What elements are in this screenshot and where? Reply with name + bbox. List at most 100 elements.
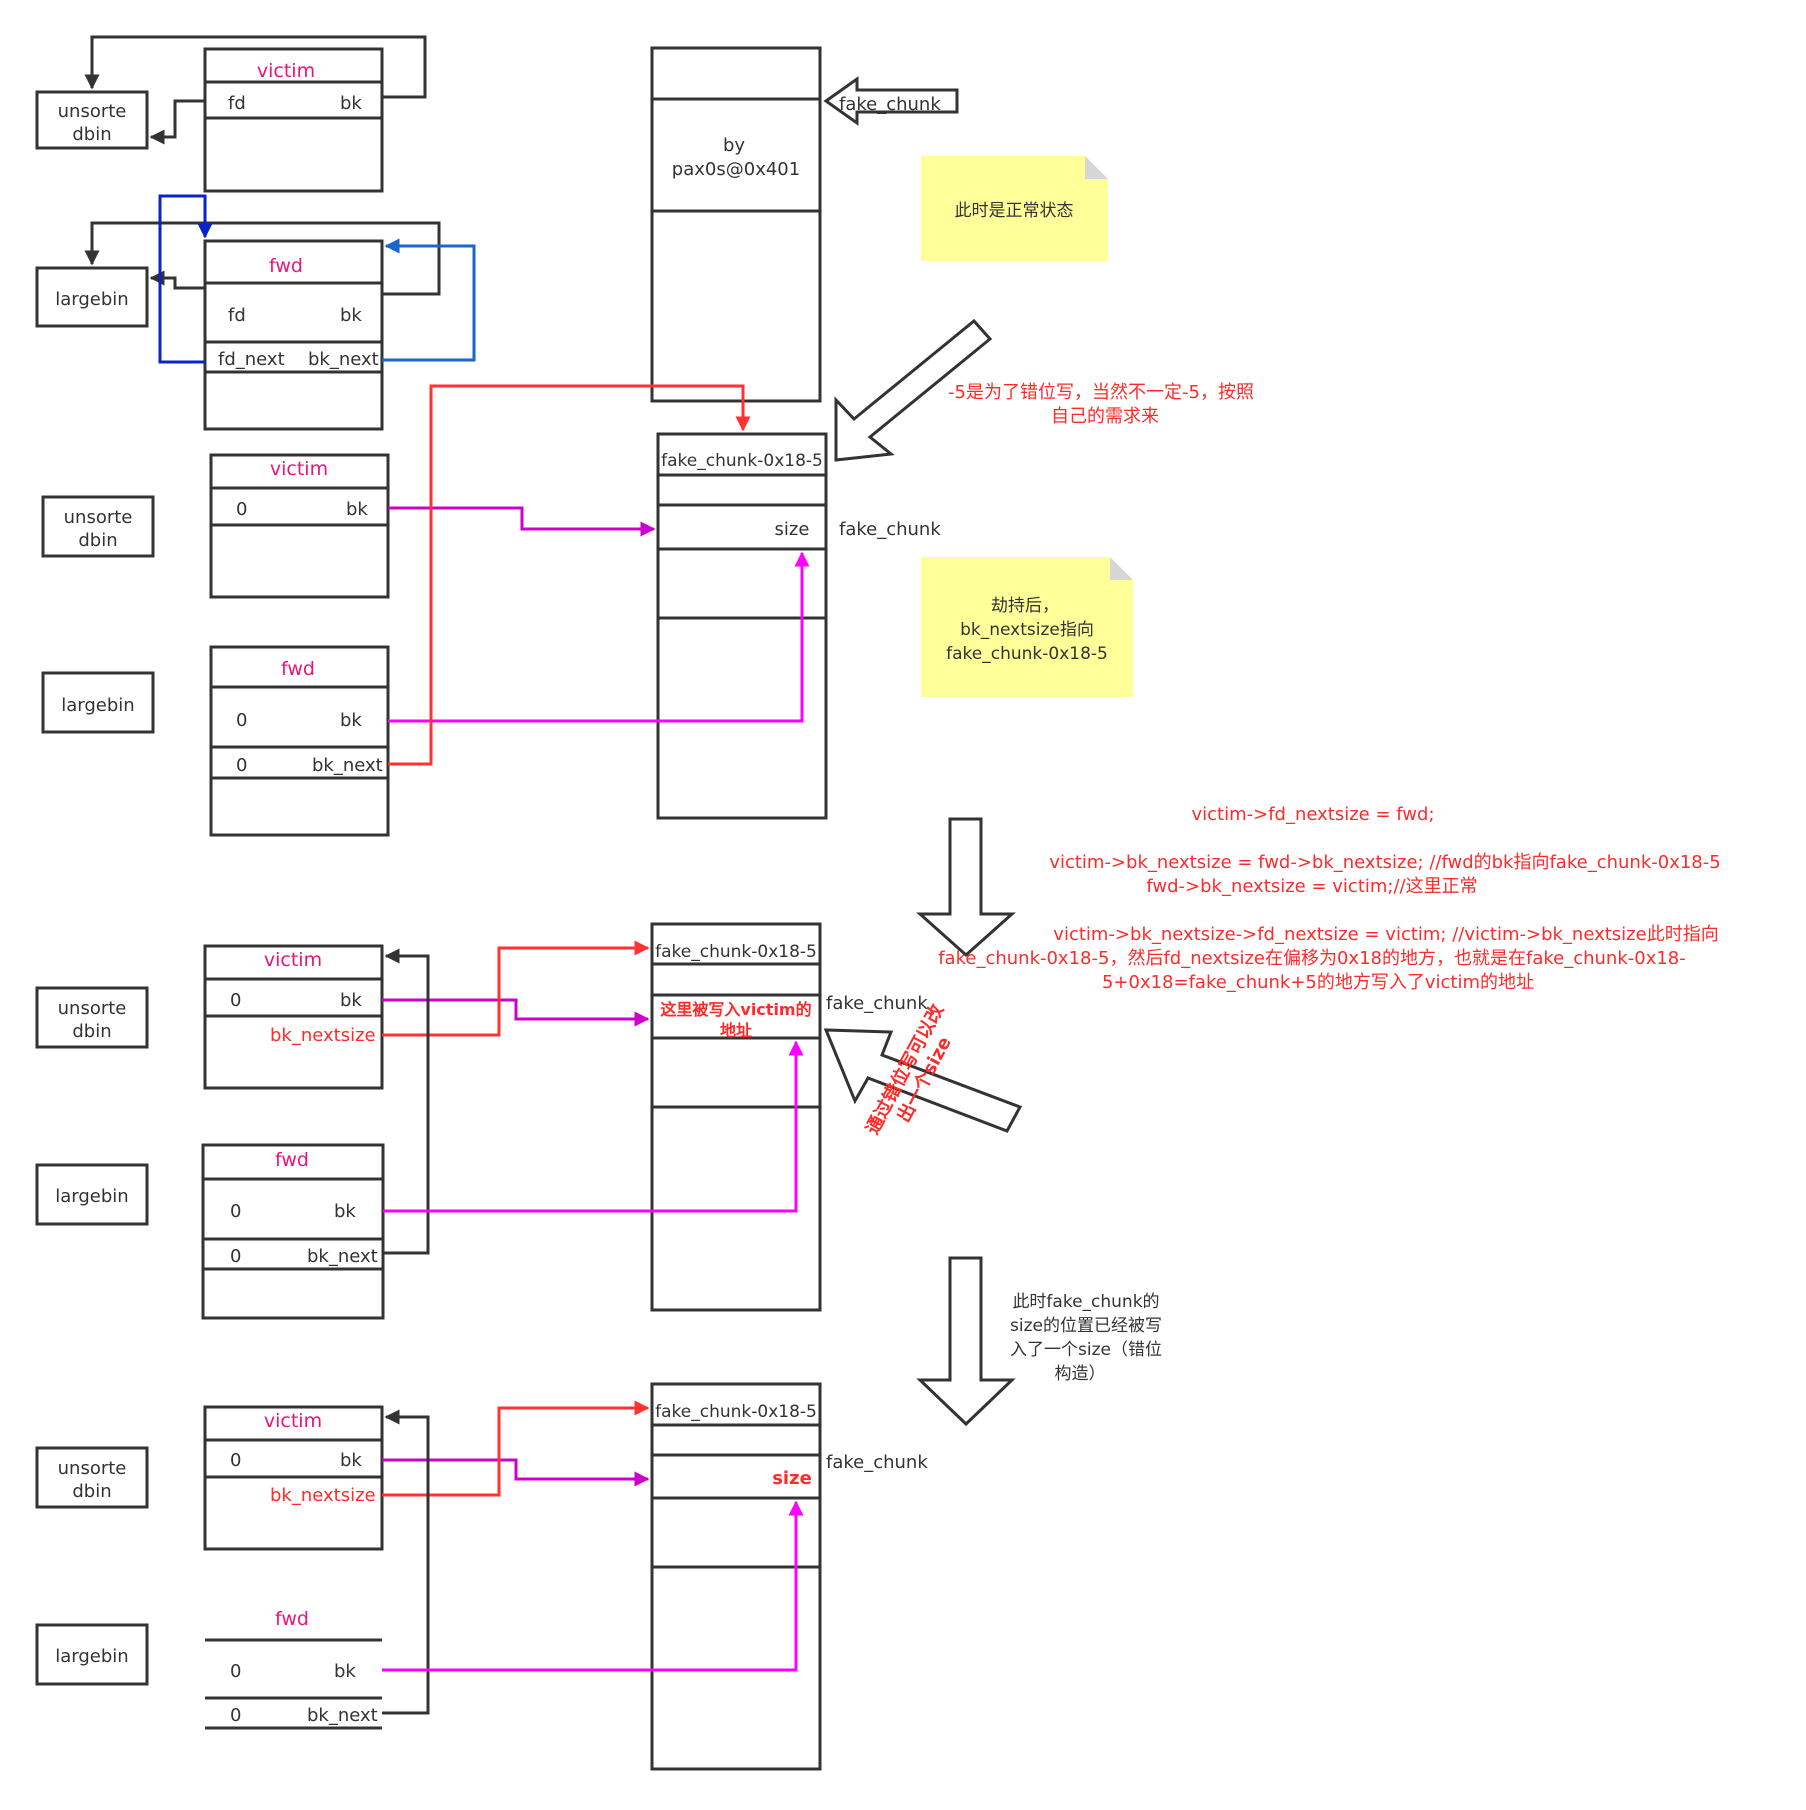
fwd-title: fwd: [275, 1149, 309, 1171]
fwd-row2-left: 0: [230, 1246, 241, 1267]
unsorted-bin-label-line2: dbin: [72, 124, 111, 145]
fd-next-self-arrow: [158, 194, 213, 364]
fwd-row2-left: 0: [236, 755, 247, 776]
unsorted-bin-label-line2: dbin: [72, 1021, 111, 1042]
code-line-5: fake_chunk-0x18-5，然后fd_nextsize在偏移为0x18的…: [938, 948, 1686, 969]
code-line-3: fwd->bk_nextsize = victim;//这里正常: [1146, 876, 1477, 897]
fwd-chunk: fwd fd bk fd_next bk_next: [203, 239, 384, 431]
size-field: size: [775, 519, 810, 540]
memory-column-fake-chunk: fake_chunk-0x18-5 size: [656, 432, 828, 820]
fake-chunk-label: fake_chunk: [826, 1452, 928, 1473]
author-line1: by: [723, 135, 745, 156]
largebin-box: largebin: [35, 1163, 149, 1226]
victim-bk-nextsize-arrow: [382, 1400, 650, 1497]
code-line-6: 5+0x18=fake_chunk+5的地方写入了victim的地址: [1102, 972, 1534, 993]
unsorted-bin-label-line1: unsorte: [58, 998, 127, 1019]
written-note-line2: 地址: [720, 1021, 752, 1040]
panel4-note-line3: 入了一个size（错位: [1010, 1340, 1162, 1360]
victim-left-value: 0: [236, 499, 247, 520]
victim-bk-arrow: [388, 506, 656, 537]
largebin-label: largebin: [55, 1186, 128, 1207]
fwd-title: fwd: [275, 1608, 309, 1630]
transition-arrow-diagonal: [834, 318, 993, 462]
largebin-box: largebin: [35, 266, 149, 328]
author-line2: pax0s@0x401: [672, 159, 800, 180]
unsorted-bin-box: unsorte dbin: [35, 1446, 149, 1509]
sticky-note-line2: bk_nextsize指向: [960, 620, 1094, 640]
fwd-bk-arrow: [388, 551, 810, 723]
panel4-note: 此时fake_chunk的 size的位置已经被写 入了一个size（错位 构造…: [1010, 1292, 1162, 1384]
sticky-note-line3: fake_chunk-0x18-5: [946, 644, 1108, 664]
largebin-label: largebin: [55, 289, 128, 310]
fwd-bk-next: bk_next: [307, 1705, 378, 1726]
memory-column-fake-chunk: fake_chunk-0x18-5 这里被写入victim的 地址: [650, 922, 822, 1312]
transition-arrow-down-2: [916, 1256, 1016, 1427]
unsorted-bin-label-line2: dbin: [72, 1481, 111, 1502]
panel4-note-line1: 此时fake_chunk的: [1012, 1292, 1159, 1312]
largebin-box: largebin: [35, 1623, 149, 1686]
panel-4: unsorte dbin victim 0 bk bk_nextsize lar…: [35, 1382, 928, 1771]
victim-title: victim: [257, 60, 315, 82]
victim-bk-arrow: [382, 1458, 650, 1487]
victim-bk: bk: [340, 990, 362, 1011]
fwd-row1-left: 0: [230, 1201, 241, 1222]
unsorted-bin-box: unsorte dbin: [41, 495, 155, 558]
code-line-1: victim->fd_nextsize = fwd;: [1191, 804, 1434, 825]
victim-bk-nextsize: bk_nextsize: [270, 1485, 376, 1506]
unsorted-bin-box: unsorte dbin: [35, 986, 149, 1049]
fwd-title: fwd: [281, 658, 315, 680]
fwd-title: fwd: [269, 255, 303, 277]
fwd-fd: fd: [228, 305, 246, 326]
victim-bk-nextsize: bk_nextsize: [270, 1025, 376, 1046]
fwd-bk: bk: [340, 710, 362, 731]
fake-chunk-label: fake_chunk: [839, 519, 941, 540]
victim-bk: bk: [340, 93, 362, 114]
unsorted-bin-label-line1: unsorte: [58, 1458, 127, 1479]
fwd-chunk: fwd 0 bk 0 bk_next: [201, 1143, 385, 1320]
fwd-bk-to-largebin-arrow: [84, 221, 441, 296]
fwd-bk: bk: [334, 1201, 356, 1222]
sticky-note-line1: 劫持后，: [991, 596, 1059, 616]
sticky-note-normal-state: 此时是正常状态: [921, 156, 1108, 261]
panel4-note-line4: 构造）: [1055, 1364, 1106, 1384]
largebin-box: largebin: [41, 671, 155, 734]
offset-note: -5是为了错位写，当然不一定-5，按照 自己的需求来: [948, 382, 1254, 427]
fwd-row1-left: 0: [230, 1661, 241, 1682]
victim-fd: fd: [228, 93, 246, 114]
misaligned-write-arrow: [823, 1028, 1023, 1133]
panel-2: unsorte dbin victim 0 bk largebin fwd 0 …: [41, 384, 1133, 837]
fwd-fd-to-largebin-arrow: [149, 270, 205, 290]
victim-bk: bk: [346, 499, 368, 520]
victim-chunk: victim 0 bk bk_nextsize: [203, 1405, 384, 1551]
bk-next-self-arrow: [382, 238, 476, 362]
victim-chunk: victim 0 bk bk_nextsize: [203, 944, 384, 1090]
victim-bk: bk: [340, 1450, 362, 1471]
victim-chunk: victim fd bk: [203, 47, 384, 193]
fwd-bk: bk: [334, 1661, 356, 1682]
fwd-bk-arrow: [382, 1500, 804, 1672]
unsorted-bin-label-line2: dbin: [78, 530, 117, 551]
fake-chunk-header: fake_chunk-0x18-5: [655, 1402, 817, 1422]
code-notes: victim->fd_nextsize = fwd; victim->bk_ne…: [938, 804, 1720, 993]
panel4-note-line2: size的位置已经被写: [1010, 1316, 1162, 1336]
victim-title: victim: [264, 949, 322, 971]
victim-bk-nextsize-arrow: [382, 940, 650, 1037]
victim-left-value: 0: [230, 990, 241, 1011]
victim-bk-to-unsorted-arrow: [84, 35, 427, 99]
transition-arrow-down-1: [916, 817, 1016, 958]
victim-title: victim: [264, 1410, 322, 1432]
code-line-2: victim->bk_nextsize = fwd->bk_nextsize; …: [1049, 852, 1720, 873]
unsorted-bin-label-line1: unsorte: [58, 101, 127, 122]
offset-note-line1: -5是为了错位写，当然不一定-5，按照: [948, 382, 1254, 403]
largebin-label: largebin: [55, 1646, 128, 1667]
victim-left-value: 0: [230, 1450, 241, 1471]
panel-1: unsorte dbin victim fd bk largebin fwd f…: [35, 35, 1108, 431]
sticky-note-hijacked: 劫持后， bk_nextsize指向 fake_chunk-0x18-5: [921, 557, 1133, 697]
fwd-bk-next: bk_next: [307, 1246, 378, 1267]
victim-bk-arrow: [382, 998, 650, 1027]
victim-chunk: victim 0 bk: [209, 453, 390, 599]
offset-note-line2: 自己的需求来: [1051, 406, 1159, 427]
memory-column-top: by pax0s@0x401: [650, 46, 822, 403]
fwd-bk-next: bk_next: [308, 349, 379, 370]
